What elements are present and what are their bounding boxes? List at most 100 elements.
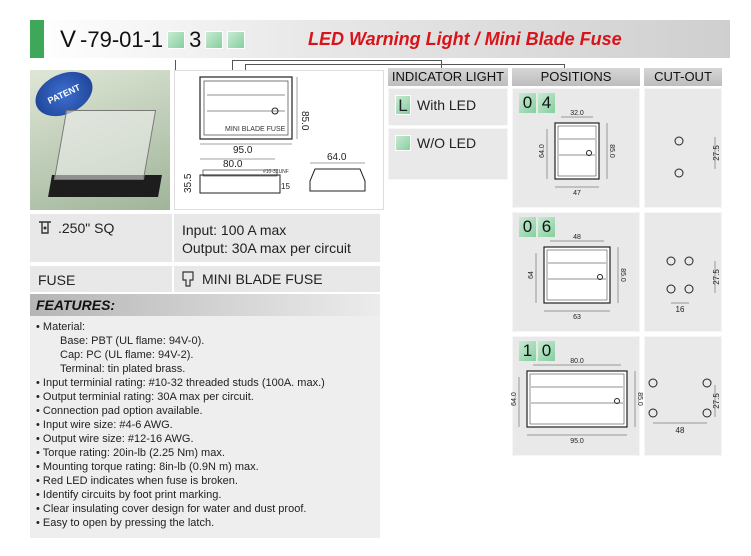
connector-line [232, 60, 442, 70]
dimension-drawing: MINI BLADE FUSE 95.0 85.0 80.0 #10-32UNF… [174, 70, 384, 210]
features-header: FEATURES: [30, 294, 380, 316]
cutout-cell: 27.5 [644, 88, 722, 208]
feature-line: • Output terminial rating: 30A max per c… [36, 391, 254, 403]
cutout-cell: 27.5 48 [644, 336, 722, 456]
position-drawing: 80.0 95.0 64.0 85.0 [511, 358, 643, 445]
fuse-value: MINI BLADE FUSE [202, 271, 323, 287]
ratings-cell [174, 214, 380, 262]
position-dimension: 80.0 [570, 358, 584, 365]
blade-fuse-icon [182, 271, 194, 287]
cutout-dimension: 16 [676, 305, 685, 314]
feature-line: • Torque rating: 20in-lb (2.25 Nm) max. [36, 447, 225, 459]
terminal-size: .250" SQ [58, 220, 115, 236]
position-dimension: 85.0 [619, 268, 626, 282]
position-digit: 0 [538, 341, 555, 361]
part-number: V -79-01-1 3 [60, 26, 246, 54]
header-accent [30, 20, 44, 58]
col-indicator: INDICATOR LIGHT [388, 68, 508, 86]
input-rating: Input: 100 A max [182, 222, 287, 238]
cutout-dimension: 48 [676, 426, 685, 435]
features-list: • Material: Base: PBT (UL flame: 94V-0). C… [30, 316, 380, 538]
feature-line: Cap: PC (UL flame: 94V-2). [60, 349, 194, 361]
feature-line: • Red LED indicates when fuse is broken. [36, 475, 238, 487]
connector-line [245, 64, 565, 70]
drawing-inner-label: MINI BLADE FUSE [225, 126, 286, 133]
position-drawing: 48 63 64 85.0 [528, 234, 626, 321]
position-dimension: 47 [573, 190, 581, 197]
fuse-label: FUSE [38, 272, 76, 288]
position-dimension: 63 [573, 314, 581, 321]
dim-side-width: 64.0 [327, 152, 347, 163]
pn-middle: -79-01-1 [80, 27, 164, 52]
pn-option-swatch [205, 31, 224, 49]
page-title: LED Warning Light / Mini Blade Fuse [308, 29, 622, 49]
dim-width: 95.0 [233, 145, 253, 156]
position-dimension: 32.0 [570, 110, 584, 117]
cutout-drawing: 27.5 48 [648, 378, 721, 435]
position-digit: 0 [519, 217, 536, 237]
dimension-drawing-svg: MINI BLADE FUSE 95.0 85.0 80.0 #10-32UNF… [183, 76, 366, 194]
indicator-wo-swatch [395, 135, 411, 151]
position-dimension: 64.0 [539, 144, 546, 158]
dim-height: 85.0 [299, 111, 310, 131]
col-positions: POSITIONS [512, 68, 640, 86]
indicator-with-label: With LED [417, 97, 477, 113]
feature-line: • Connection pad option available. [36, 405, 203, 417]
feature-line: • Clear insulating cover design for wate… [36, 503, 307, 515]
position-dimension: 64 [528, 271, 535, 279]
photo-cover [53, 110, 157, 180]
stud-label: #10-32UNF [263, 169, 289, 175]
output-rating: Output: 30A max per circuit [182, 240, 351, 256]
fuse-value-wrap: MINI BLADE FUSE [182, 271, 323, 287]
feature-line: • Easy to open by pressing the latch. [36, 517, 215, 529]
indicator-without-led: W/O LED [388, 128, 508, 180]
position-digit: 6 [538, 217, 555, 237]
position-digit: 4 [538, 93, 555, 113]
cutout-drawing: 27.5 16 [666, 256, 721, 314]
pn-option-swatch [227, 31, 246, 49]
feature-line: • Input terminial rating: #10-32 threade… [36, 377, 325, 389]
dim-side-height: 35.5 [183, 173, 194, 193]
connector-line [175, 60, 176, 70]
fuse-value-cell [174, 266, 380, 292]
position-dimension: 48 [573, 234, 581, 241]
col-cutout: CUT-OUT [644, 68, 722, 86]
pn-digit: 3 [189, 27, 202, 52]
pn-prefix: V [60, 26, 77, 53]
position-dimension: 64.0 [511, 392, 518, 406]
indicator-with-led: L With LED [388, 88, 508, 126]
indicator-code-swatch: L [395, 95, 411, 115]
cutout-drawing: 27.5 [674, 136, 721, 178]
dim-small: 15 [281, 182, 290, 191]
feature-line: • Material: [36, 321, 86, 333]
feature-line: • Mounting torque rating: 8in-lb (0.9N m… [36, 461, 259, 473]
feature-line: Terminal: tin plated brass. [60, 363, 186, 375]
feature-line: • Identify circuits by foot print markin… [36, 489, 222, 501]
position-dimension: 85.0 [636, 392, 643, 406]
feature-line: • Input wire size: #4-6 AWG. [36, 419, 173, 431]
position-digit: 0 [519, 93, 536, 113]
pn-option-swatch [167, 31, 186, 49]
position-dimension: 85.0 [608, 144, 615, 158]
product-photo: PATENT [28, 63, 170, 210]
terminal-icon [39, 221, 51, 234]
fuse-label-cell [30, 266, 172, 292]
terminal-cell [30, 214, 172, 262]
position-drawing: 32.0 47 64.0 85.0 [539, 110, 615, 197]
position-dimension: 95.0 [570, 438, 584, 445]
cutout-dimension: 27.5 [712, 393, 721, 409]
feature-line: Base: PBT (UL flame: 94V-0). [60, 335, 205, 347]
cutout-dimension: 27.5 [712, 145, 721, 161]
cutout-dimension: 27.5 [712, 269, 721, 285]
cutout-cell: 27.5 16 [644, 212, 722, 332]
features-title: FEATURES: [36, 297, 116, 313]
position-digit: 1 [519, 341, 536, 361]
feature-line: • Output wire size: #12-16 AWG. [36, 433, 194, 445]
terminal-label: .250" SQ [38, 220, 114, 236]
header-bar: V -79-01-1 3 LED Warning Light / Mini Bl… [30, 20, 730, 58]
